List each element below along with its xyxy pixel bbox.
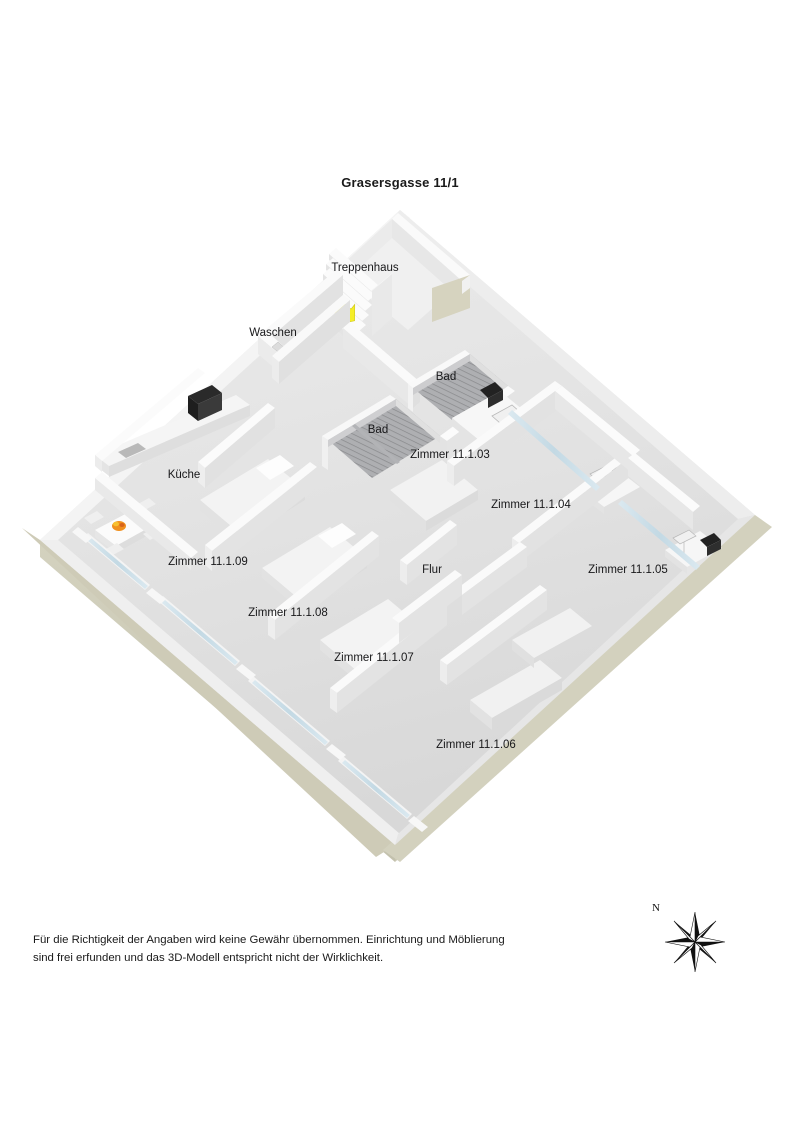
room-label-layer: Treppenhaus Waschen Bad Bad Zimmer 11.1.… [168,262,668,751]
disclaimer-line-1: Für die Richtigkeit der Angaben wird kei… [33,934,505,946]
room-label-zimmer-11-1-05: Zimmer 11.1.05 [588,564,668,576]
exterior-wall-rim [40,210,755,845]
room-label-zimmer-11-1-06: Zimmer 11.1.06 [436,739,516,751]
stairwell-right-beige-panel [432,275,470,322]
stair-stringer-face [372,274,392,336]
disclaimer-text: Für die Richtigkeit der Angaben wird kei… [33,932,608,967]
room-label-zimmer-11-1-04: Zimmer 11.1.04 [491,499,571,511]
room-label-kueche: Küche [168,469,201,481]
disclaimer-line-2: sind frei erfunden und das 3D-Modell ent… [33,951,384,964]
room-label-zimmer-11-1-07: Zimmer 11.1.07 [334,652,414,664]
stair-stringer-top [372,268,398,291]
page-title: Grasersgasse 11/1 [341,175,459,190]
monitor-screen [480,382,503,398]
room-label-bad-oben: Bad [436,371,456,383]
windows-southwest [83,533,412,819]
exterior-wall-right-face [383,515,772,862]
compass-rose-icon [664,911,726,973]
stairwell-right-wall-top [462,275,470,294]
interior-walls [84,270,722,730]
room-label-treppenhaus: Treppenhaus [331,262,399,274]
window-band-northeast-2 [618,500,700,570]
room-label-flur: Flur [422,564,442,576]
bathroom-middle [322,395,440,478]
chair-zimmer-05 [672,529,697,553]
stove-appliance [188,385,222,404]
sofa-zimmer-06b [512,608,592,668]
floorplan-viewport: Treppenhaus Waschen Bad Bad Zimmer 11.1.… [22,210,772,862]
desk-zimmer-05 [665,529,722,574]
monitor-zimmer-05 [700,533,721,547]
exterior-wall-left-face [22,528,395,857]
window-band-northeast [508,410,600,491]
floorplan-3d-model: Treppenhaus Waschen Bad Bad Zimmer 11.1.… [22,210,772,862]
room-label-zimmer-11-1-03: Zimmer 11.1.03 [410,449,490,461]
kitchen-sink [118,443,146,458]
compass-north-label: N [652,902,660,914]
room-label-zimmer-11-1-08: Zimmer 11.1.08 [248,607,328,619]
room-label-waschen: Waschen [249,327,297,339]
sofa-zimmer-06 [470,660,562,730]
room-label-zimmer-11-1-09: Zimmer 11.1.09 [168,556,248,568]
pillow [256,455,294,480]
window-sill-blocks [72,527,428,832]
stairwell-block [331,213,470,330]
room-label-bad-mitte: Bad [368,424,388,436]
bathroom-upper [408,350,508,420]
stairwell-back-wall-top [392,213,470,281]
stairwell-back-wall-face [392,219,462,300]
